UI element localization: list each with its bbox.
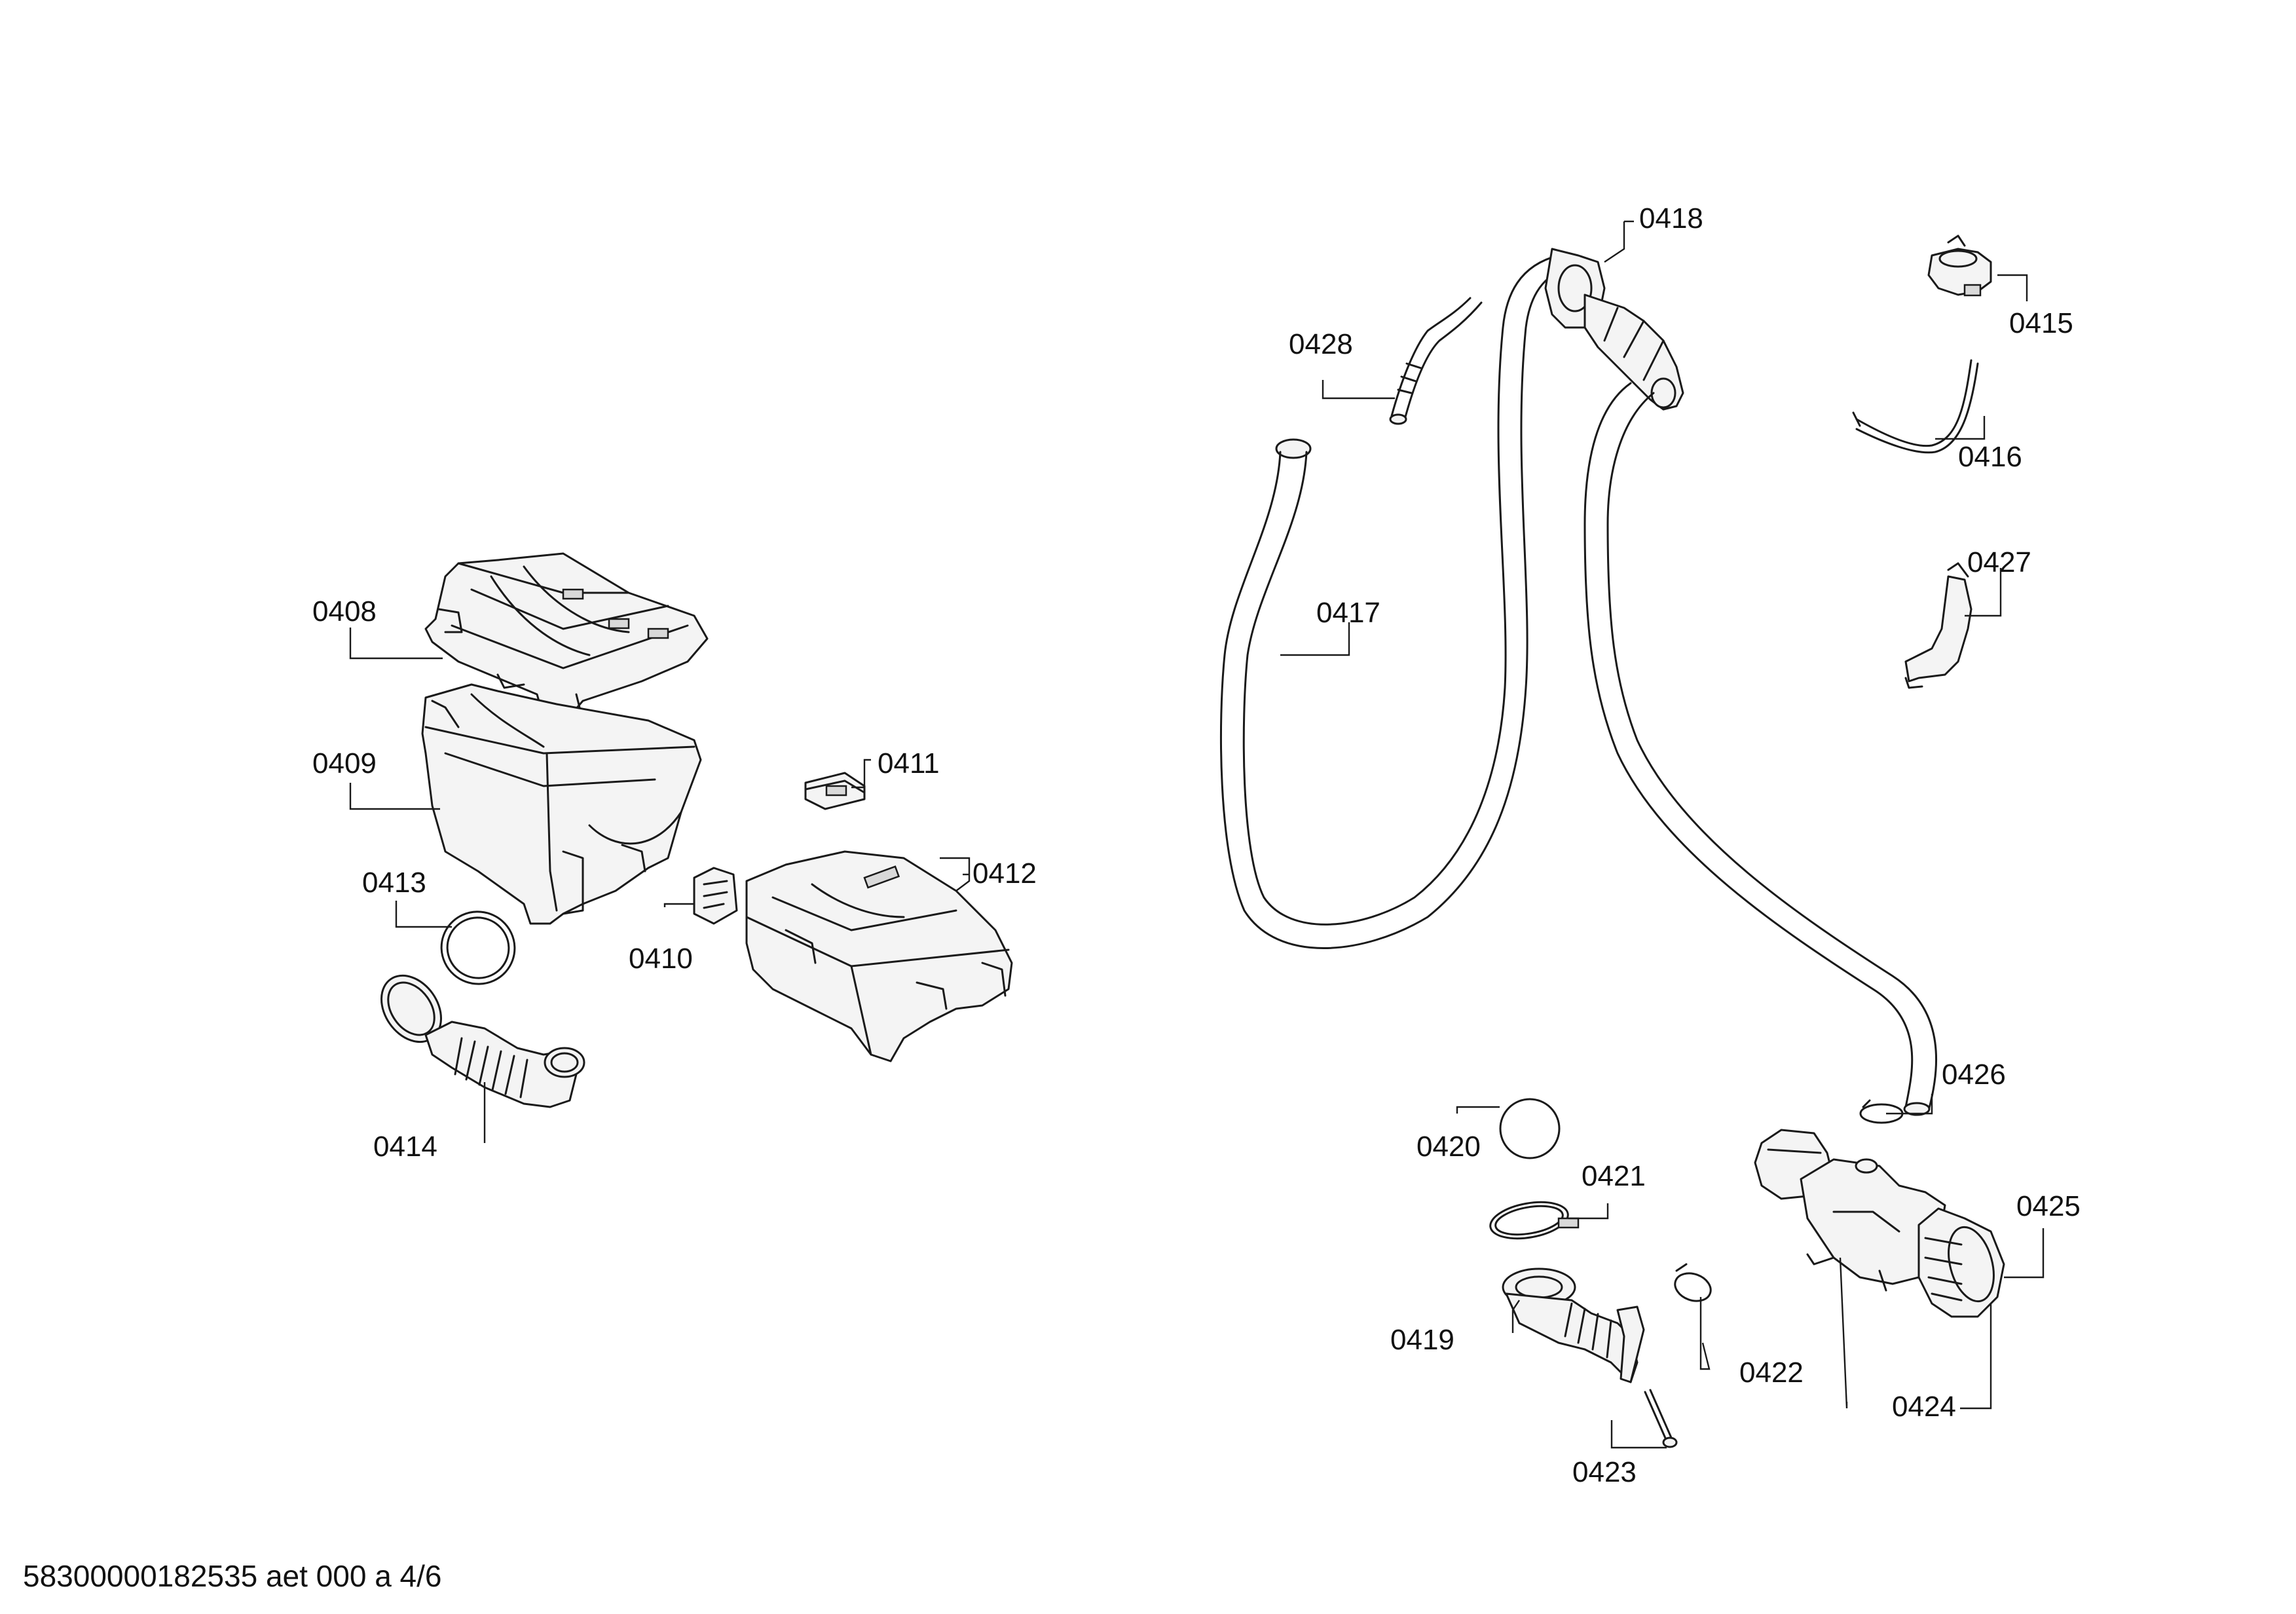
part-0410-flap	[693, 867, 738, 925]
part-0425-pump-filter	[1917, 1207, 2005, 1318]
label-0424: 0424	[1892, 1391, 1956, 1423]
label-0426: 0426	[1942, 1059, 2006, 1091]
part-0409-drawer-housing	[421, 683, 702, 925]
label-0410: 0410	[629, 943, 693, 975]
part-0417-drain-hose	[1583, 382, 1938, 1116]
label-0418: 0418	[1639, 202, 1703, 235]
part-0413-gasket-ring	[440, 910, 516, 985]
label-0423: 0423	[1572, 1456, 1637, 1488]
part-0415-pressure-switch	[1927, 235, 1992, 297]
label-0420: 0420	[1416, 1131, 1481, 1163]
label-0416: 0416	[1958, 441, 2022, 473]
label-0409: 0409	[312, 747, 377, 779]
part-0426-hose-clamp	[1859, 1099, 1904, 1124]
label-0415: 0415	[2009, 307, 2073, 339]
label-0427: 0427	[1967, 546, 2031, 578]
part-0422-small-clamp	[1674, 1263, 1712, 1302]
label-0421: 0421	[1582, 1160, 1646, 1192]
part-0420-plug	[1499, 1098, 1561, 1159]
part-0427-bracket	[1904, 562, 1972, 689]
part-0418-tub-nozzle	[1544, 248, 1684, 411]
part-0414-bellows-hose	[380, 974, 585, 1108]
label-0414: 0414	[373, 1131, 437, 1163]
part-0428-small-hose	[1389, 297, 1483, 425]
label-0419: 0419	[1390, 1324, 1454, 1356]
label-0425: 0425	[2016, 1190, 2081, 1222]
part-0411-clip	[804, 772, 866, 810]
part-labels: 0408 0409 0413 0414 0410 0411 0412 0428 …	[312, 202, 2081, 1488]
label-0422: 0422	[1739, 1357, 1804, 1389]
part-0421-clamp	[1489, 1201, 1580, 1240]
label-0412: 0412	[972, 857, 1037, 890]
part-0416-thin-tube	[1852, 359, 1979, 454]
part-0408-drawer-lid	[424, 552, 709, 725]
part-0423-screw	[1644, 1389, 1678, 1448]
label-0428: 0428	[1289, 328, 1353, 360]
label-0413: 0413	[362, 867, 426, 899]
drawing-reference-footer: 58300000182535 aet 000 a 4/6	[23, 1559, 442, 1593]
part-0412-detergent-drawer	[745, 850, 1013, 1062]
part-0424-drain-pump	[1754, 1129, 1946, 1292]
part-0419-sump-hose	[1502, 1267, 1645, 1383]
leader-lines	[349, 220, 2045, 1449]
label-0411: 0411	[878, 747, 940, 779]
label-0417: 0417	[1316, 597, 1380, 629]
label-0408: 0408	[312, 595, 377, 628]
part-0417-hose	[1219, 254, 1566, 949]
